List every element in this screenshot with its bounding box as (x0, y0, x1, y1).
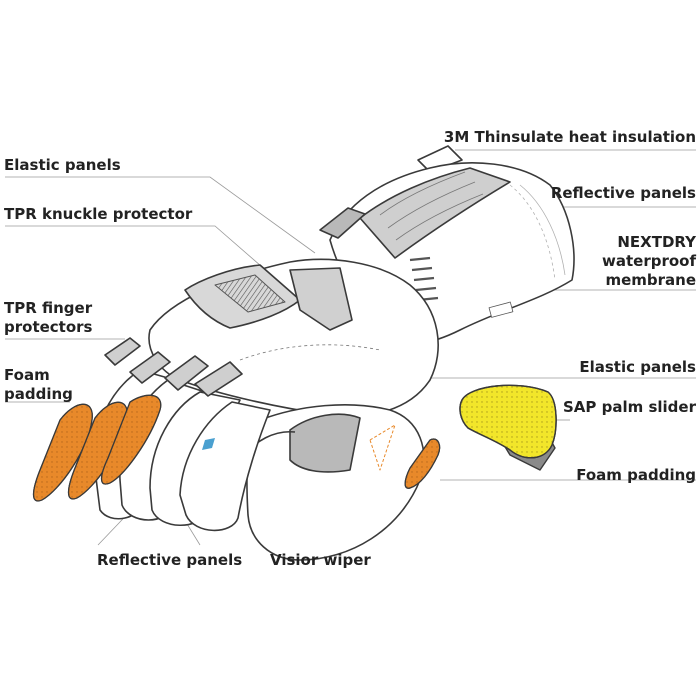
label-reflective-panels-bottom: Reflective panels (97, 551, 243, 569)
label-tpr-finger-protectors: TPR finger protectors (4, 299, 93, 336)
foam-padding-right (404, 438, 441, 489)
label-elastic-panels-right: Elastic panels (579, 358, 696, 376)
label-reflective-panels-top: Reflective panels (550, 184, 696, 202)
label-sap-palm-slider: SAP palm slider (562, 398, 696, 416)
label-foam-padding-right: Foam padding (576, 466, 696, 484)
label-visior-wiper: Visior wiper (270, 551, 371, 569)
label-tpr-knuckle-protector: TPR knuckle protector (4, 205, 193, 223)
label-thinsulate: 3M Thinsulate heat insulation (443, 128, 696, 146)
label-nextdry-membrane: NEXTDRY waterproof membrane (602, 233, 696, 289)
foam-padding-left (32, 394, 162, 502)
label-elastic-panels-top: Elastic panels (4, 156, 121, 174)
label-foam-padding-left: Foam padding (4, 366, 73, 403)
sap-palm-slider (459, 384, 557, 471)
